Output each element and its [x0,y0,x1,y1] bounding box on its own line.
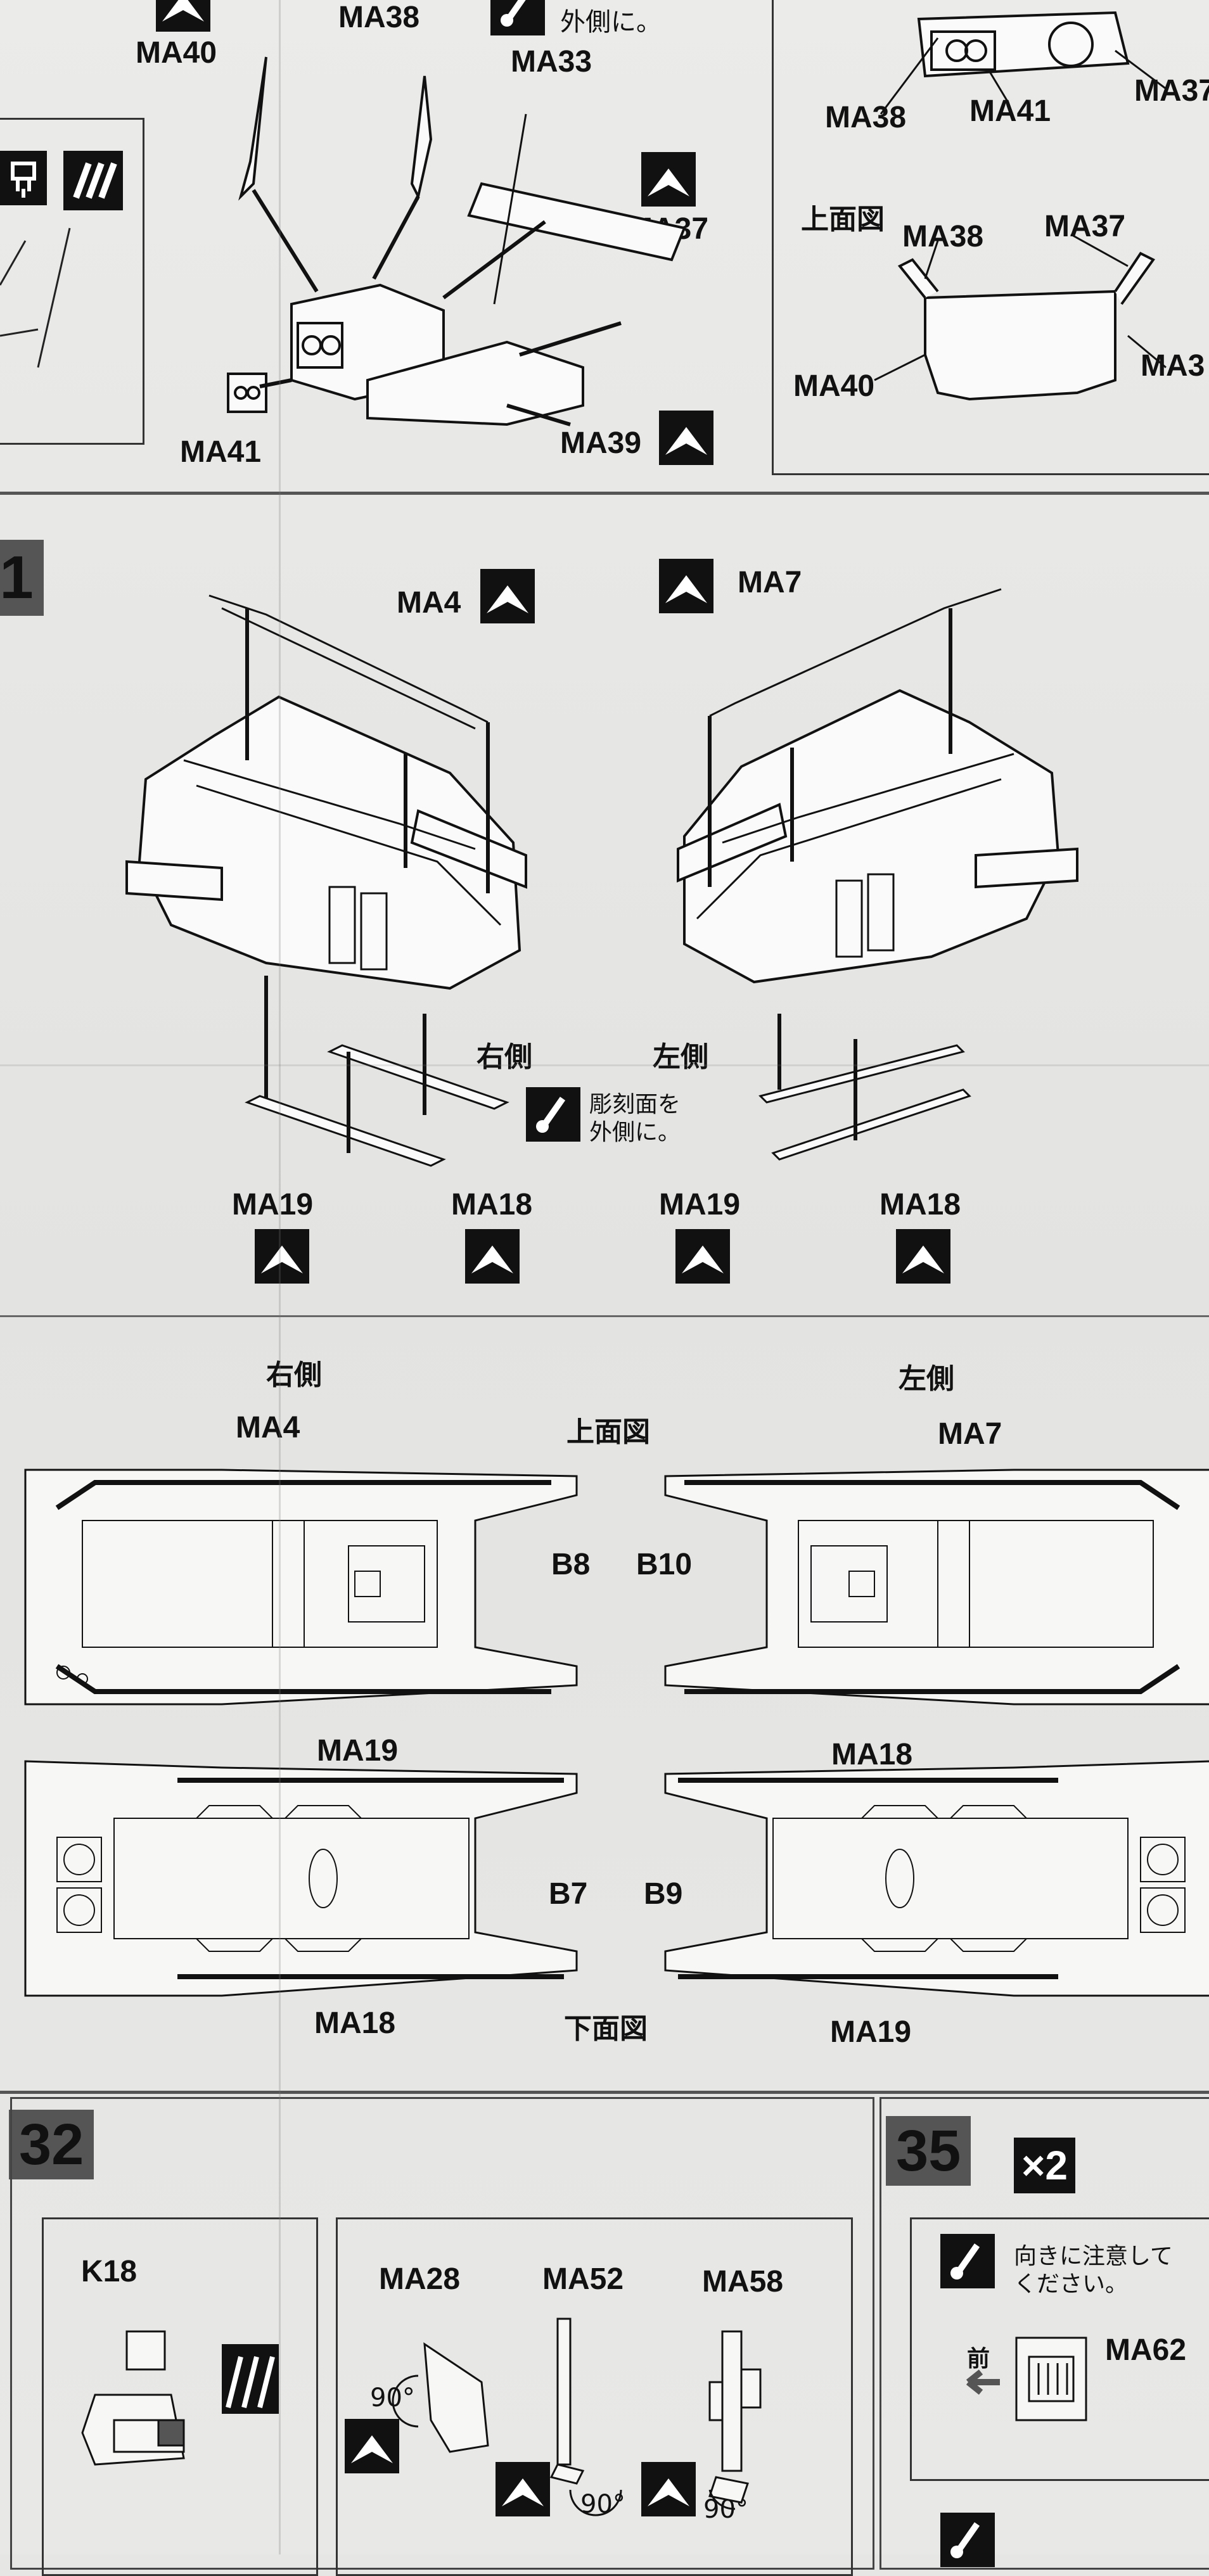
assembly-mark-icon [156,0,210,32]
note-outer-side: 外側に。 [560,8,662,37]
label-ma37-a: MA37 [1134,74,1209,108]
assembly-mark-icon [675,1229,730,1284]
assembly-mark-icon [659,411,713,465]
bottom-view-left-hull [664,1760,1209,1997]
assembly-mark-icon [659,559,713,613]
label-ma41-tr: MA41 [969,94,1051,128]
k18-part-drawing [81,2330,279,2466]
decal-icon [73,162,117,199]
label-ma52: MA52 [542,2262,624,2296]
right-side-label-views: 右側 [266,1359,322,1391]
caution-icon [940,2513,995,2567]
label-ma19-a: MA19 [232,1188,314,1221]
label-ma4-view: MA4 [236,1411,300,1444]
assembly-mark-icon [896,1229,950,1284]
hull-assembly-right [125,594,527,1102]
top-right-drawing [874,11,1167,401]
label-b9: B9 [644,1877,683,1911]
label-b10: B10 [636,1548,693,1581]
assembly-mark-icon [641,2462,696,2516]
side-panels-drawing [245,1014,971,1167]
top-right-panel [772,0,1209,475]
step35-note-panel [910,2217,1209,2481]
label-ma33: MA33 [511,45,592,79]
step-number-21: 21 [0,540,44,616]
label-ma39: MA39 [560,426,642,460]
right-side-label-21: 右側 [477,1041,532,1073]
assembly-mark-icon [496,2462,550,2516]
top-left-panel [0,118,144,445]
top-view-left-hull [664,1469,1209,1706]
bridge-assembly-drawing [227,56,686,426]
note-check-orientation-l2: ください。 [1014,2271,1129,2297]
ma62-part-drawing [1015,2337,1087,2421]
left-side-label-21: 左側 [653,1041,708,1073]
bottom-view-label: 下面図 [564,2013,648,2045]
section-divider [0,492,1209,495]
assembly-mark-icon [465,1229,520,1284]
assembly-mark-icon [345,2419,399,2473]
assembly-mark-icon [641,152,696,207]
section-divider [0,2091,1209,2094]
caution-icon [940,2234,995,2288]
top-view-right-hull [24,1469,578,1706]
assembly-mark-icon [255,1229,309,1284]
label-ma41: MA41 [180,435,262,469]
cement-icon [490,0,545,35]
brush-icon [11,162,36,198]
quantity-badge: ×2 [1014,2138,1075,2193]
paint-icon-a [0,151,47,205]
label-b7: B7 [549,1877,588,1911]
top-left-lines [0,227,71,368]
label-k18: K18 [81,2255,138,2288]
step-number-32: 32 [9,2110,94,2179]
note-check-orientation-l1: 向きに注意して [1014,2243,1173,2269]
top-view-label: 上面図 [801,203,885,236]
section-divider [0,1315,1209,1317]
note-engraved-face-l2: 外側に。 [589,1119,681,1145]
cement-icon [526,1087,580,1142]
label-ma28: MA28 [379,2262,461,2296]
label-ma7-view: MA7 [938,1417,1002,1451]
label-ma38: MA38 [338,1,420,34]
note-engraved-face-l1: 彫刻面を [589,1092,681,1118]
label-ma38-a: MA38 [825,101,907,134]
label-ma7: MA7 [738,566,802,599]
label-ma18-a: MA18 [451,1188,533,1221]
step32-parts-drawing [392,2318,762,2516]
step-number-35: 35 [886,2116,971,2186]
label-ma62: MA62 [1105,2333,1187,2367]
fold-crease [0,1064,1209,1066]
label-ma40-tr: MA40 [793,369,875,403]
label-ma18-view: MA18 [831,1738,913,1771]
assembly-mark-icon [480,569,535,623]
label-ma19-b: MA19 [659,1188,741,1221]
label-ma19-view: MA19 [317,1734,399,1768]
front-label: 前 [967,2346,990,2372]
hull-assembly-left [677,588,1078,984]
label-ma40: MA40 [136,36,217,70]
label-ma37-b: MA37 [1044,210,1126,243]
left-side-label-views: 左側 [899,1363,954,1395]
label-ma18-b: MA18 [880,1188,961,1221]
bottom-view-right-hull [24,1760,578,1997]
paint-icon-b [63,151,123,210]
top-view-label: 上面図 [566,1416,650,1448]
label-b8: B8 [551,1548,591,1581]
label-ma58: MA58 [702,2265,784,2299]
front-arrow-icon [966,2369,1000,2395]
label-ma19-view-bottom: MA19 [830,2015,912,2049]
label-ma18-view-bottom: MA18 [314,2006,396,2040]
fold-crease [279,0,281,2554]
label-ma4: MA4 [397,586,461,620]
label-ma38-b: MA38 [902,220,984,253]
